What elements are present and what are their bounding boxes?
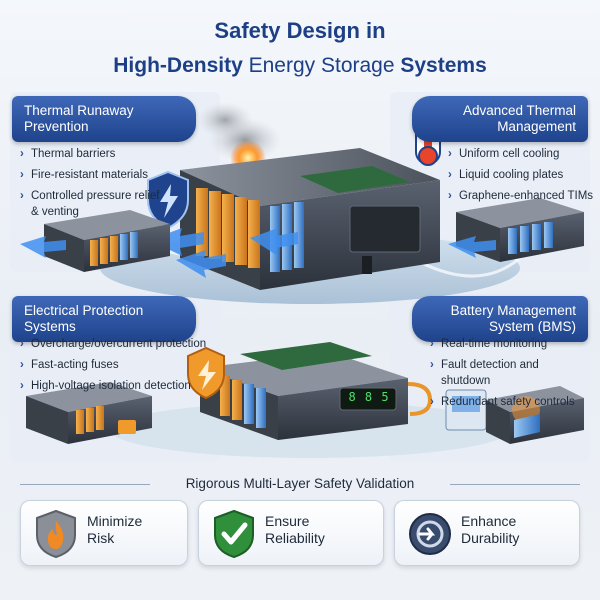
thermal-runaway-list: Thermal barriers Fire-resistant material… bbox=[20, 146, 170, 225]
validation-line: Durability bbox=[461, 530, 520, 546]
central-battery-module-top bbox=[180, 148, 440, 290]
list-item: Controlled pressure relief & venting bbox=[20, 188, 170, 220]
section-title-line: System (BMS) bbox=[488, 319, 576, 334]
section-title-line: Electrical Protection bbox=[24, 303, 144, 318]
page-title-line2: High-Density Energy Storage Systems bbox=[0, 54, 600, 78]
list-item: Liquid cooling plates bbox=[448, 167, 596, 183]
right-module-cooling bbox=[448, 198, 584, 262]
validation-line: Reliability bbox=[265, 530, 325, 546]
list-item: High-voltage isolation detection bbox=[20, 378, 220, 394]
title-part-highdensity: High-Density bbox=[113, 54, 243, 77]
list-item: Uniform cell cooling bbox=[448, 146, 596, 162]
flame-shield-icon bbox=[36, 509, 76, 559]
validation-line: Minimize bbox=[87, 513, 143, 529]
section-title-line: Prevention bbox=[24, 119, 89, 134]
title-part-middle: Energy Storage bbox=[242, 54, 401, 77]
validation-line: Enhance bbox=[461, 513, 517, 529]
section-title-line: Advanced Thermal bbox=[462, 103, 576, 118]
bms-list: Real-time monitoring Fault detection and… bbox=[430, 336, 590, 415]
electrical-protection-list: Overcharge/overcurrent protection Fast-a… bbox=[20, 336, 220, 399]
list-item: Fault detection and shutdown bbox=[430, 357, 590, 389]
bms-display-readout: 8 8 5 bbox=[348, 390, 390, 404]
check-shield-icon bbox=[214, 509, 254, 559]
list-item: Thermal barriers bbox=[20, 146, 170, 162]
section-title-line: Systems bbox=[24, 319, 76, 334]
section-title-line: Management bbox=[497, 119, 576, 134]
list-item: Fast-acting fuses bbox=[20, 357, 220, 373]
divider-right bbox=[450, 484, 580, 485]
list-item: Overcharge/overcurrent protection bbox=[20, 336, 220, 352]
gear-arrow-icon bbox=[409, 513, 451, 555]
validation-heading: Rigorous Multi-Layer Safety Validation bbox=[185, 476, 415, 491]
validation-line: Ensure bbox=[265, 513, 310, 529]
page-title-line1: Safety Design in bbox=[214, 18, 386, 43]
title-part-systems: Systems bbox=[400, 54, 487, 77]
list-item: Redundant safety controls bbox=[430, 394, 590, 410]
section-title-line: Battery Management bbox=[450, 303, 576, 318]
list-item: Graphene-enhanced TIMs bbox=[448, 188, 596, 204]
section-title-line: Thermal Runaway bbox=[24, 103, 134, 118]
validation-line: Risk bbox=[87, 530, 115, 546]
divider-left bbox=[20, 484, 150, 485]
list-item: Real-time monitoring bbox=[430, 336, 590, 352]
list-item: Fire-resistant materials bbox=[20, 167, 170, 183]
advanced-thermal-list: Uniform cell cooling Liquid cooling plat… bbox=[448, 146, 596, 209]
